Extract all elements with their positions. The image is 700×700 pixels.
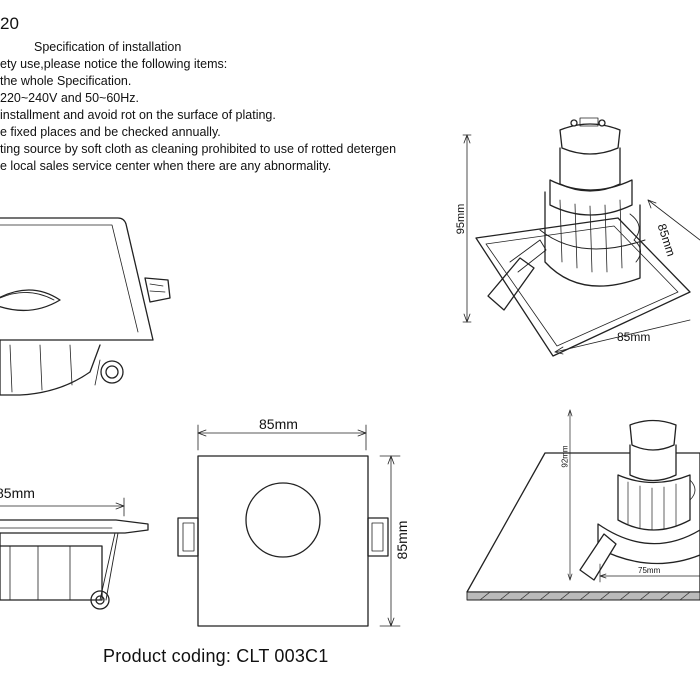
isometric-view: [462, 117, 700, 357]
installation-view: [466, 409, 700, 601]
iso-height-label: 95mm: [455, 203, 467, 235]
spec-line: 220~240V and 50~60Hz.: [0, 91, 140, 105]
spec-line: installment and avoid rot on the surface…: [0, 108, 276, 122]
top-height-label: 85mm: [394, 520, 410, 560]
side-view: [0, 497, 149, 610]
iso-width-label: 85mm: [617, 330, 651, 344]
spec-line: the whole Specification.: [0, 74, 132, 88]
spec-line: e fixed places and be checked annually.: [0, 125, 221, 139]
product-coding: Product coding: CLT 003C1: [103, 646, 329, 666]
spec-heading: Specification of installation: [34, 40, 182, 54]
perspective-view-left: [0, 217, 171, 396]
side-width-label: 85mm: [0, 485, 35, 501]
title-fragment: 20: [0, 14, 19, 33]
install-height-label: 92mm: [560, 445, 570, 468]
top-width-label: 85mm: [259, 416, 298, 432]
spec-line: ting source by soft cloth as cleaning pr…: [0, 142, 397, 156]
top-view: [177, 424, 401, 627]
spec-line: e local sales service center when there …: [0, 159, 332, 173]
install-width-label: 75mm: [638, 566, 661, 575]
spec-line: ety use,please notice the following item…: [0, 57, 228, 71]
